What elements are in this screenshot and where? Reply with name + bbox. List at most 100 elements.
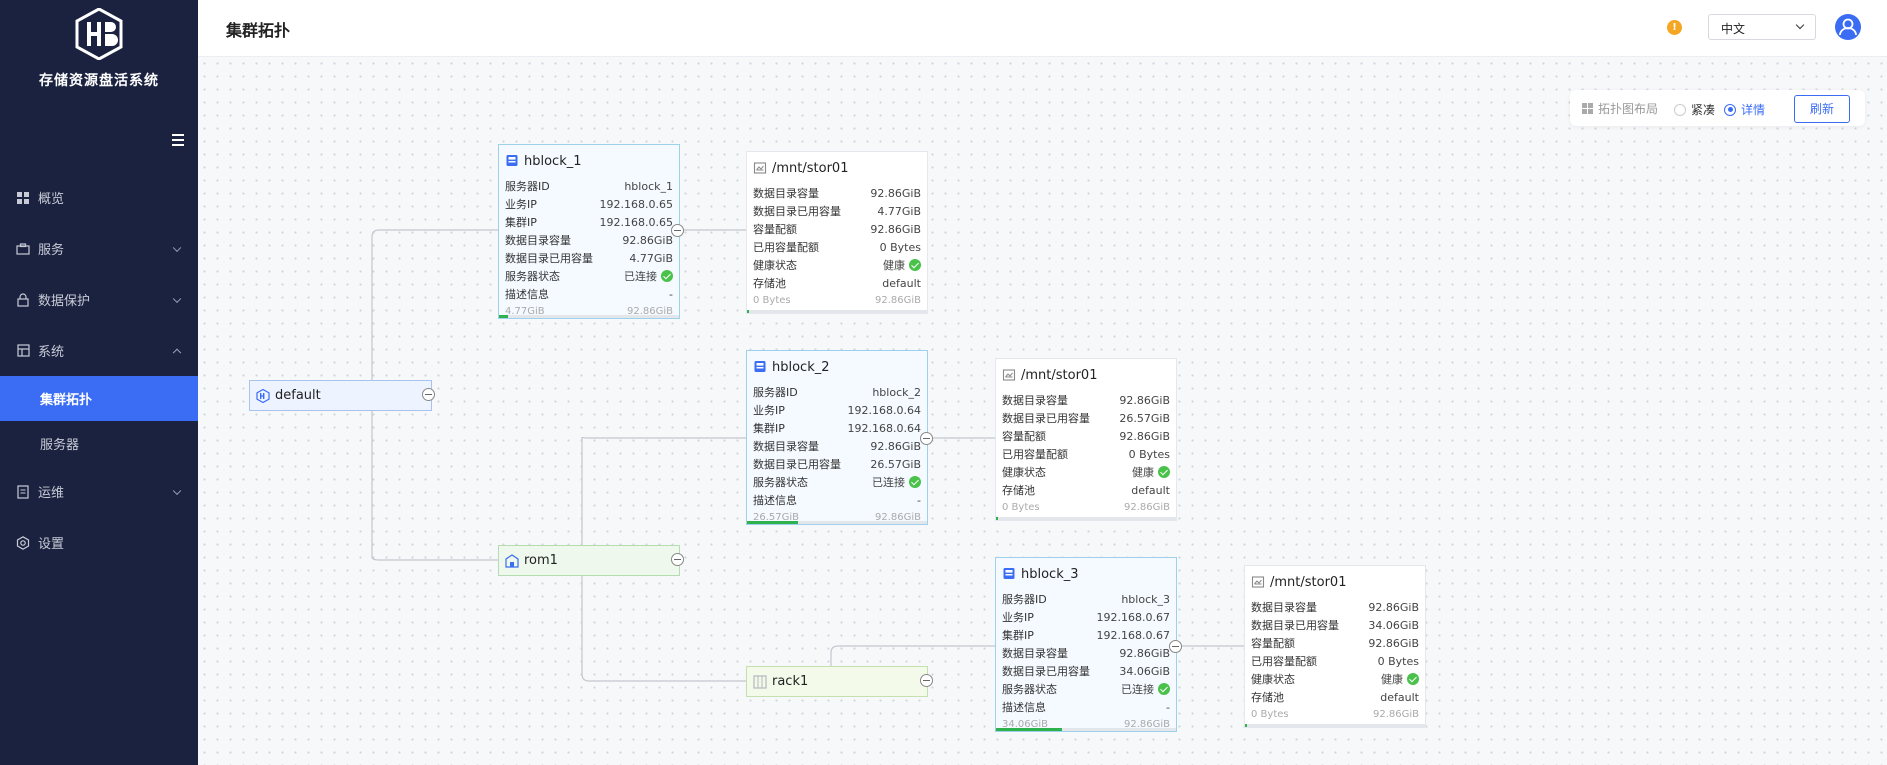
user-avatar-icon[interactable] [1835, 14, 1861, 40]
chevron-up-icon [172, 348, 182, 357]
check-circle-icon [1158, 466, 1170, 478]
server-status-row: 服务器状态已连接 [747, 473, 927, 491]
layout-detail-label: 详情 [1741, 103, 1766, 117]
building-icon [505, 553, 519, 568]
brand: 存储资源盘活系统 [0, 0, 198, 110]
logo-icon [75, 8, 123, 60]
cluster-logo-icon [256, 388, 270, 403]
menu-item-ops[interactable]: 运维 [0, 466, 198, 517]
layout-label: 拓扑图布局 [1582, 100, 1658, 117]
node-rack-rack1[interactable]: rack1 [746, 666, 928, 697]
menu-item-protection[interactable]: 数据保护 [0, 274, 198, 325]
layout-grid-icon [1582, 103, 1593, 114]
health-status: 健康 [883, 259, 905, 272]
refresh-button[interactable]: 刷新 [1794, 95, 1850, 123]
usage-bar [747, 310, 927, 313]
check-circle-icon [909, 476, 921, 488]
check-circle-icon [661, 270, 673, 282]
menu-item-servers[interactable]: 服务器 [40, 438, 80, 453]
storage-name: /mnt/stor01 [1270, 574, 1347, 590]
menu-label-protection: 数据保护 [38, 294, 91, 309]
warning-icon[interactable]: ! [1667, 20, 1682, 35]
document-icon [16, 484, 30, 499]
lock-icon [16, 292, 30, 307]
node-cluster-default[interactable]: default [249, 380, 432, 411]
usage-bar [747, 521, 927, 524]
chevron-down-icon [172, 294, 182, 303]
collapse-toggle-rack1[interactable] [920, 674, 933, 687]
collapse-toggle-hblock-2[interactable] [920, 432, 933, 445]
top-header: 集群拓扑 ! 中文 [198, 0, 1887, 57]
link-default-rom1 [371, 395, 498, 561]
server-status-row: 服务器状态已连接 [499, 267, 679, 285]
menu-item-settings[interactable]: 设置 [0, 517, 198, 568]
chevron-down-icon [172, 486, 182, 495]
node-label: default [275, 388, 321, 403]
link-rom1-rack1 [581, 560, 746, 682]
topology-canvas[interactable]: 拓扑图布局 紧凑 详情 刷新 default rom1 rack1 [198, 57, 1887, 765]
menu-collapse-button[interactable] [170, 134, 186, 148]
server-status: 已连接 [872, 476, 905, 489]
storage-name: /mnt/stor01 [1021, 367, 1098, 383]
menu-label-settings: 设置 [38, 537, 65, 552]
server-status: 已连接 [1121, 683, 1154, 696]
folder-icon [753, 161, 767, 175]
server-name: hblock_1 [524, 153, 582, 169]
menu-item-overview[interactable]: 概览 [0, 172, 198, 223]
description-row: 描述信息- [753, 493, 921, 508]
description-row: 描述信息- [1002, 700, 1170, 715]
menu-item-topology[interactable]: 集群拓扑 [0, 376, 198, 421]
menu-item-service[interactable]: 服务 [0, 223, 198, 274]
description-row: 描述信息- [505, 287, 673, 302]
server-status: 已连接 [624, 270, 657, 283]
health-row: 健康状态健康 [747, 256, 927, 274]
usage-bar [996, 728, 1176, 731]
layout-detail-radio[interactable]: 详情 [1724, 101, 1765, 118]
node-label: rack1 [772, 674, 809, 689]
server-icon [1002, 567, 1016, 581]
language-select[interactable]: 中文 [1708, 14, 1816, 40]
server-name: hblock_2 [772, 359, 830, 375]
layout-compact-radio[interactable]: 紧凑 [1674, 101, 1715, 118]
collapse-toggle-rom1[interactable] [671, 553, 684, 566]
check-circle-icon [909, 259, 921, 271]
health-row: 健康状态健康 [996, 463, 1176, 481]
health-status: 健康 [1132, 466, 1154, 479]
menu-item-system[interactable]: 系统 [0, 325, 198, 376]
collapse-toggle-hblock-1[interactable] [671, 224, 684, 237]
chevron-down-icon [172, 243, 182, 252]
check-circle-icon [1158, 683, 1170, 695]
node-room-rom1[interactable]: rom1 [498, 545, 680, 576]
collapse-toggle-default[interactable] [422, 388, 435, 401]
collapse-toggle-hblock-3[interactable] [1169, 640, 1182, 653]
storage-name: /mnt/stor01 [772, 160, 849, 176]
rack-icon [753, 674, 767, 689]
language-value: 中文 [1721, 22, 1746, 36]
check-circle-icon [1407, 673, 1419, 685]
server-status-row: 服务器状态已连接 [996, 680, 1176, 698]
